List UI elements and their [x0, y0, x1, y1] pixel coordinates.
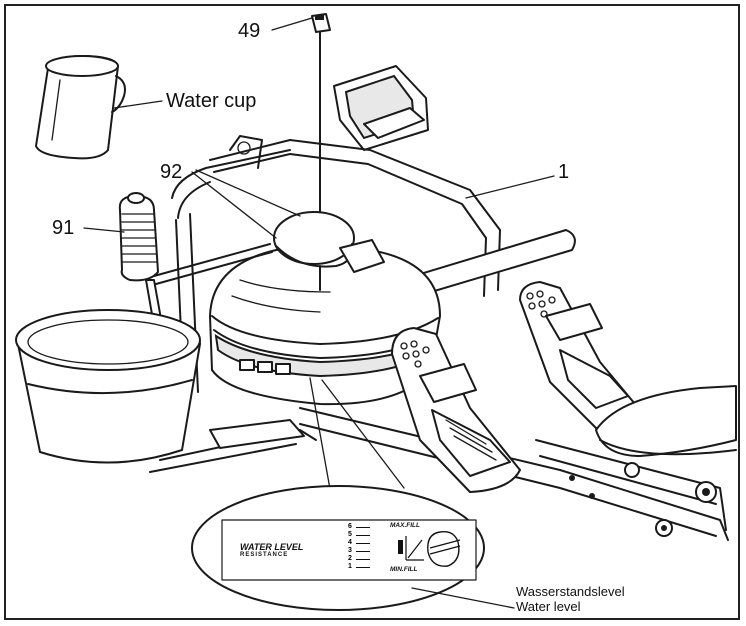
water-cup-illustration	[35, 55, 126, 160]
part-92-leader-b	[195, 169, 301, 217]
level-scale: 6 5 4 3 2 1	[334, 523, 374, 576]
part-91-leader	[83, 227, 125, 233]
level-row: 5	[334, 531, 374, 540]
caption-german: Wasserstandslevel	[516, 584, 625, 599]
level-number: 1	[348, 563, 352, 570]
level-tick	[356, 535, 370, 536]
water-level-label-plate: WATER LEVEL RESISTANCE 6 5 4 3 2 1 MAX.F…	[222, 520, 476, 580]
level-row: 4	[334, 539, 374, 548]
level-number: 3	[348, 547, 352, 554]
monitor-illustration	[333, 65, 429, 151]
level-number: 4	[348, 539, 352, 546]
level-tick	[356, 543, 370, 544]
footplate-left	[391, 327, 521, 493]
water-cup-label: Water cup	[166, 90, 256, 112]
part-1-label: 1	[558, 161, 569, 183]
level-tick	[356, 567, 370, 568]
level-tick	[356, 551, 370, 552]
part-91-label: 91	[52, 217, 74, 239]
level-number: 6	[348, 523, 352, 530]
water-cup-leader	[113, 100, 163, 109]
water-level-caption: Wasserstandslevel Water level	[516, 584, 625, 614]
level-row: 2	[334, 555, 374, 564]
level-tick	[356, 527, 370, 528]
level-number: 2	[348, 555, 352, 562]
water-level-caption-leader	[411, 587, 515, 609]
seat	[569, 385, 737, 537]
part-49-label: 49	[238, 20, 260, 42]
water-level-magnifier	[191, 485, 485, 611]
filler-cap-49	[311, 13, 331, 223]
level-row: 6	[334, 523, 374, 532]
water-level-title: WATER LEVEL	[240, 542, 304, 552]
level-number: 5	[348, 531, 352, 538]
footplate-right	[519, 281, 641, 429]
level-row: 1	[334, 563, 374, 572]
min-fill-label: MIN.FILL	[390, 566, 418, 573]
water-level-subtitle: RESISTANCE	[240, 552, 289, 558]
bucket	[15, 309, 201, 464]
level-tick	[356, 559, 370, 560]
max-fill-label: MAX.FILL	[390, 522, 420, 529]
part-49-leader	[271, 17, 313, 31]
level-row: 3	[334, 547, 374, 556]
water-tank	[209, 211, 441, 406]
part-92-label: 92	[160, 161, 182, 183]
caption-english: Water level	[516, 599, 581, 614]
resistance-graph-icon	[398, 531, 461, 567]
magnifier-leader-b	[321, 379, 405, 489]
part-1-leader	[465, 175, 555, 199]
magnifier-leader-a	[309, 377, 333, 501]
part-92-leader-a	[191, 171, 277, 239]
